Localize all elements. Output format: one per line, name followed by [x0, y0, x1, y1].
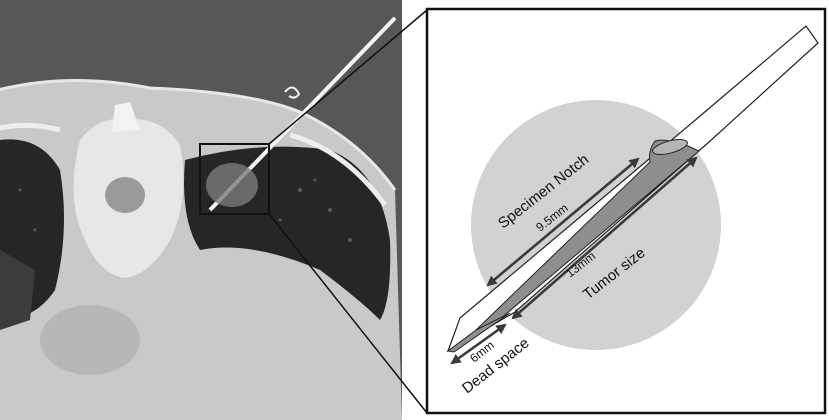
ct-scan-image [0, 0, 402, 420]
notch-opening [652, 139, 688, 155]
tumor-size-arrow [511, 156, 698, 320]
zoom-connector-top [268, 9, 428, 145]
zoom-connector-bottom [268, 213, 428, 414]
dead-space-arrow [450, 323, 507, 365]
zoom-region-box [199, 143, 270, 215]
